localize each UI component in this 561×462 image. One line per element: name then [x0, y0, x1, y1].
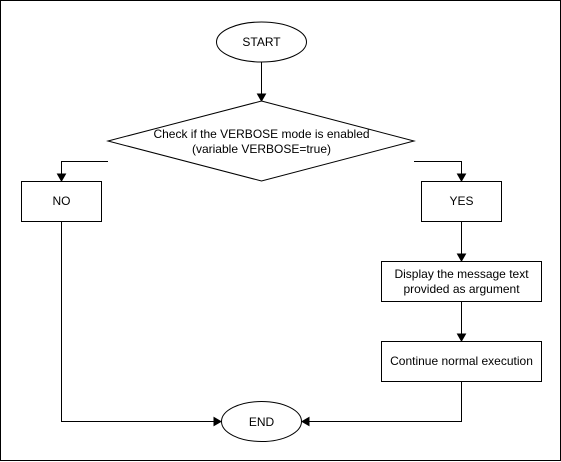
arrowhead-no [56, 173, 67, 183]
start-node: START [216, 21, 307, 63]
arrowhead-end-left [213, 416, 223, 427]
yes-node: YES [421, 181, 502, 222]
decision-label-line1: Check if the VERBOSE mode is enabled [153, 127, 369, 141]
edge-continue-to-end [308, 381, 462, 422]
end-label: END [249, 415, 275, 429]
display-message-node: Display the message text provided as arg… [381, 261, 542, 302]
arrowhead-display [456, 253, 467, 263]
edge-decision-to-no [61, 161, 108, 175]
no-label: NO [53, 194, 71, 208]
start-label: START [242, 35, 281, 49]
decision-label-line2: (variable VERBOSE=true) [192, 142, 331, 156]
arrowhead-yes [456, 173, 467, 183]
arrowhead-end-right [300, 416, 310, 427]
display-label-line1: Display the message text [394, 267, 529, 281]
continue-label: Continue normal execution [390, 354, 533, 368]
arrowhead-decision [256, 93, 267, 103]
continue-execution-node: Continue normal execution [381, 341, 542, 382]
decision-node: Check if the VERBOSE mode is enabled (va… [106, 100, 416, 182]
arrowhead-continue [456, 333, 467, 343]
end-node: END [221, 401, 302, 442]
display-label-line2: provided as argument [403, 282, 520, 296]
edge-decision-to-yes [414, 161, 462, 175]
edge-no-to-end [61, 221, 215, 422]
yes-label: YES [449, 194, 473, 208]
no-node: NO [21, 181, 102, 222]
connectors [56, 62, 467, 427]
